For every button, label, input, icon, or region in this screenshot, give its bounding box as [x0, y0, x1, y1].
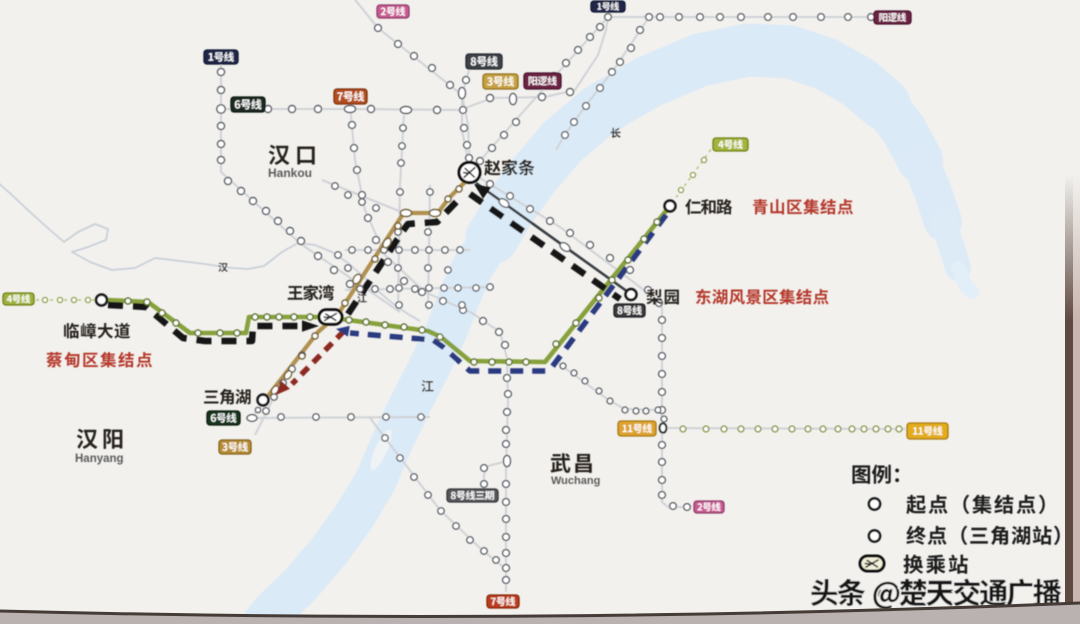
svg-text:Wuchang: Wuchang — [551, 475, 600, 487]
svg-text:Hankou: Hankou — [268, 166, 312, 180]
svg-text:Hanyang: Hanyang — [75, 453, 124, 465]
